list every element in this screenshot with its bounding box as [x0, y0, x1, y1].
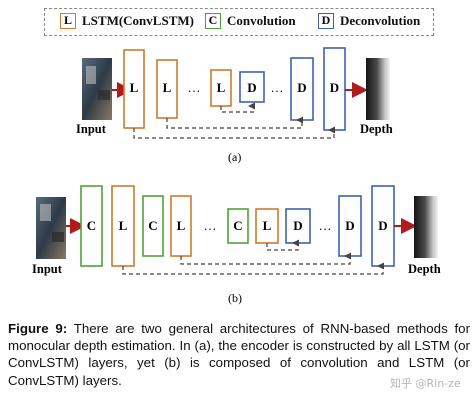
caption-prefix: Figure 9: — [8, 321, 68, 336]
input-label-a: Input — [76, 122, 106, 136]
input-label-b: Input — [32, 262, 62, 276]
subfigure-label-b: (b) — [228, 291, 242, 305]
block-a-D1-label: D — [247, 80, 257, 95]
diagram-a — [82, 47, 390, 139]
skip-connection-a-2 — [166, 116, 304, 129]
block-b-D3-label: D — [378, 218, 388, 233]
legend-conv-letter: C — [208, 13, 218, 27]
legend-conv-label: Convolution — [227, 13, 296, 28]
block-a-D2-label: D — [297, 80, 307, 95]
block-b-L1-label: L — [118, 218, 128, 233]
block-a-L3-label: L — [216, 80, 226, 95]
caption-text: There are two general architectures of R… — [8, 321, 470, 388]
depth-label-b: Depth — [408, 262, 441, 276]
legend-lstm-letter: L — [63, 13, 72, 27]
depth-image-b — [414, 196, 438, 258]
block-b-C3-label: C — [233, 218, 243, 233]
legend-deconv-letter: D — [321, 13, 331, 27]
diagram-b — [36, 185, 438, 275]
legend-lstm-label: LSTM(ConvLSTM) — [82, 13, 194, 28]
block-a-L2-label: L — [162, 80, 172, 95]
block-a-D1 — [239, 71, 265, 103]
block-b-C3 — [227, 208, 249, 244]
legend-deconv-swatch: D — [318, 13, 334, 29]
subfigure-label-a: (a) — [228, 150, 242, 164]
block-b-D1-label: D — [293, 218, 303, 233]
legend-deconv-label: Deconvolution — [340, 13, 421, 28]
block-a-L1-label: L — [129, 80, 139, 95]
block-a-ellipsis-2: … — [270, 80, 284, 95]
block-b-L2-label: L — [176, 218, 186, 233]
legend-lstm-swatch: L — [60, 13, 76, 29]
block-b-C2 — [142, 195, 164, 257]
depth-image-a — [366, 58, 390, 120]
block-a-ellipsis-1: … — [187, 80, 201, 95]
block-b-ellipsis-1: … — [203, 218, 217, 233]
architecture-diagrams — [36, 47, 438, 275]
skip-connection-b-3 — [122, 262, 385, 275]
block-a-D3-label: D — [329, 80, 340, 95]
depth-label-a: Depth — [360, 122, 393, 136]
block-b-C1 — [80, 185, 103, 267]
block-b-D2-label: D — [345, 218, 355, 233]
skip-connection-b-1 — [266, 239, 300, 251]
block-b-L3-label: L — [262, 218, 272, 233]
skip-connection-b-2 — [180, 252, 352, 265]
figure-caption: Figure 9: There are two general architec… — [8, 320, 470, 389]
skip-connection-a-3 — [133, 126, 336, 139]
watermark: 知乎 @Rin-ze — [390, 377, 461, 390]
block-b-C2-label: C — [148, 218, 158, 233]
legend — [44, 8, 434, 36]
block-b-C1-label: C — [86, 218, 97, 233]
block-b-ellipsis-2: … — [318, 218, 332, 233]
skip-connection-a-1 — [220, 102, 256, 113]
legend-conv-swatch: C — [205, 13, 221, 29]
